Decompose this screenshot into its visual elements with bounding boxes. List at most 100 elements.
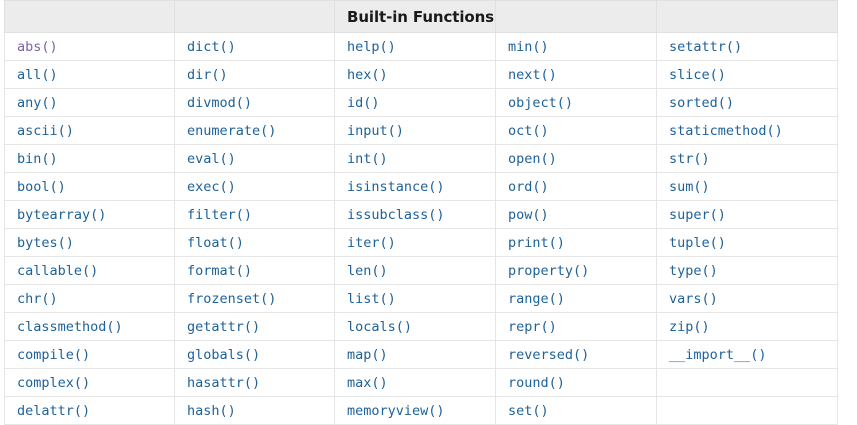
- function-link[interactable]: max(): [347, 374, 388, 391]
- function-link[interactable]: any(): [17, 94, 58, 111]
- function-link[interactable]: complex(): [17, 374, 91, 391]
- table-cell-function: iter(): [334, 228, 496, 257]
- function-link[interactable]: compile(): [17, 346, 91, 363]
- table-cell-function: callable(): [4, 256, 175, 285]
- function-link[interactable]: super(): [669, 206, 726, 223]
- table-row: delattr() hash() memoryview() set(): [4, 396, 838, 425]
- table-cell-function: vars(): [656, 284, 838, 313]
- function-link[interactable]: input(): [347, 122, 404, 139]
- function-link[interactable]: round(): [508, 374, 565, 391]
- function-link[interactable]: set(): [508, 402, 549, 419]
- function-link[interactable]: min(): [508, 38, 549, 55]
- function-link[interactable]: pow(): [508, 206, 549, 223]
- function-link[interactable]: chr(): [17, 290, 58, 307]
- function-link[interactable]: format(): [187, 262, 253, 279]
- table-cell-function: getattr(): [174, 312, 335, 341]
- table-cell-function: next(): [495, 60, 657, 89]
- table-cell-function: hash(): [174, 396, 335, 425]
- function-link[interactable]: next(): [508, 66, 557, 83]
- function-link[interactable]: staticmethod(): [669, 122, 783, 139]
- function-link[interactable]: float(): [187, 234, 244, 251]
- function-link[interactable]: reversed(): [508, 346, 590, 363]
- table-cell-function: enumerate(): [174, 116, 335, 145]
- function-link[interactable]: enumerate(): [187, 122, 277, 139]
- function-link[interactable]: dict(): [187, 38, 236, 55]
- function-link[interactable]: object(): [508, 94, 574, 111]
- table-header-cell-2: [174, 0, 335, 33]
- table-cell-function: eval(): [174, 144, 335, 173]
- function-link[interactable]: hash(): [187, 402, 236, 419]
- table-cell-function: complex(): [4, 368, 175, 397]
- function-link[interactable]: abs(): [17, 38, 58, 55]
- function-link[interactable]: memoryview(): [347, 402, 445, 419]
- function-link[interactable]: id(): [347, 94, 380, 111]
- table-row: callable() format() len() property() type(): [4, 256, 838, 285]
- function-link[interactable]: ascii(): [17, 122, 74, 139]
- function-link[interactable]: sorted(): [669, 94, 735, 111]
- function-link[interactable]: tuple(): [669, 234, 726, 251]
- function-link[interactable]: setattr(): [669, 38, 743, 55]
- function-link[interactable]: print(): [508, 234, 565, 251]
- table-cell-function: hex(): [334, 60, 496, 89]
- function-link[interactable]: locals(): [347, 318, 413, 335]
- function-link[interactable]: getattr(): [187, 318, 261, 335]
- function-link[interactable]: bytearray(): [17, 206, 107, 223]
- function-link[interactable]: divmod(): [187, 94, 253, 111]
- function-link[interactable]: list(): [347, 290, 396, 307]
- function-link[interactable]: map(): [347, 346, 388, 363]
- function-link[interactable]: vars(): [669, 290, 718, 307]
- table-cell-function: exec(): [174, 172, 335, 201]
- function-link[interactable]: repr(): [508, 318, 557, 335]
- function-link[interactable]: bytes(): [17, 234, 74, 251]
- function-link[interactable]: slice(): [669, 66, 726, 83]
- function-link[interactable]: oct(): [508, 122, 549, 139]
- table-cell-function: sorted(): [656, 88, 838, 117]
- table-cell-function: min(): [495, 32, 657, 61]
- table-cell-function: pow(): [495, 200, 657, 229]
- function-link[interactable]: eval(): [187, 150, 236, 167]
- table-cell-function: str(): [656, 144, 838, 173]
- function-link[interactable]: ord(): [508, 178, 549, 195]
- function-link[interactable]: callable(): [17, 262, 99, 279]
- function-link[interactable]: len(): [347, 262, 388, 279]
- table-cell-function: delattr(): [4, 396, 175, 425]
- table-cell-function: tuple(): [656, 228, 838, 257]
- table-row: bytes() float() iter() print() tuple(): [4, 228, 838, 257]
- function-link[interactable]: hex(): [347, 66, 388, 83]
- function-link[interactable]: iter(): [347, 234, 396, 251]
- function-link[interactable]: type(): [669, 262, 718, 279]
- table-cell-function: super(): [656, 200, 838, 229]
- function-link[interactable]: filter(): [187, 206, 253, 223]
- function-link[interactable]: property(): [508, 262, 590, 279]
- function-link[interactable]: all(): [17, 66, 58, 83]
- function-link[interactable]: int(): [347, 150, 388, 167]
- function-link[interactable]: classmethod(): [17, 318, 123, 335]
- function-link[interactable]: range(): [508, 290, 565, 307]
- function-link[interactable]: open(): [508, 150, 557, 167]
- function-link[interactable]: bin(): [17, 150, 58, 167]
- table-cell-function: id(): [334, 88, 496, 117]
- function-link[interactable]: dir(): [187, 66, 228, 83]
- table-cell-function: open(): [495, 144, 657, 173]
- table-cell-function: round(): [495, 368, 657, 397]
- table-cell-function: locals(): [334, 312, 496, 341]
- function-link[interactable]: sum(): [669, 178, 710, 195]
- table-cell-function: property(): [495, 256, 657, 285]
- function-link[interactable]: bool(): [17, 178, 66, 195]
- function-link[interactable]: zip(): [669, 318, 710, 335]
- function-link[interactable]: hasattr(): [187, 374, 261, 391]
- function-link[interactable]: isinstance(): [347, 178, 445, 195]
- function-link[interactable]: globals(): [187, 346, 261, 363]
- function-link[interactable]: help(): [347, 38, 396, 55]
- function-link[interactable]: __import__(): [669, 346, 767, 363]
- function-link[interactable]: issubclass(): [347, 206, 445, 223]
- function-link[interactable]: exec(): [187, 178, 236, 195]
- function-link[interactable]: delattr(): [17, 402, 91, 419]
- table-cell-function: issubclass(): [334, 200, 496, 229]
- table-cell-function: input(): [334, 116, 496, 145]
- function-link[interactable]: frozenset(): [187, 290, 277, 307]
- function-link[interactable]: str(): [669, 150, 710, 167]
- table-cell-empty: [656, 368, 838, 397]
- table-cell-function: reversed(): [495, 340, 657, 369]
- table-cell-function: dict(): [174, 32, 335, 61]
